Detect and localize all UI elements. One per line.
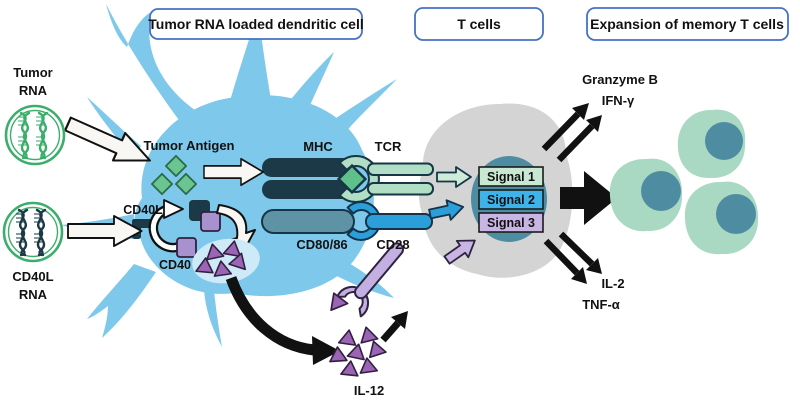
expansion-title-label: Expansion of memory T cells: [590, 16, 784, 32]
il2-tnf-arrows: [543, 231, 602, 284]
t-cells-title-box: T cells: [414, 7, 544, 41]
memory-cell-nucleus: [716, 194, 756, 234]
dendrite-bottom-left-fork: [87, 264, 156, 338]
dendrite-bottom: [204, 289, 222, 347]
tumor-rna-label-line2: RNA: [19, 83, 48, 98]
memory-cell-nucleus: [641, 171, 681, 211]
dendrite-right-down: [322, 252, 394, 298]
cd40l-label: CD40L: [123, 203, 163, 217]
tumor-antigen-label: Tumor Antigen: [144, 138, 235, 153]
mhc-label: MHC: [303, 139, 333, 154]
granzyme-ifn-arrows: [541, 103, 602, 163]
cd40l-rna-label-line2: RNA: [19, 287, 48, 302]
tnf-alpha-label: TNF-α: [582, 297, 620, 312]
cd40l-cd40-complex: [189, 200, 221, 232]
cd40-free-square: [176, 237, 197, 258]
il12-to-receptor-arrow: [380, 320, 401, 343]
dendritic-title-box: Tumor RNA loaded dendritic cell: [148, 8, 364, 40]
signal1-label: Signal 1: [487, 170, 535, 184]
memory-t-cells: [609, 109, 759, 255]
dendritic-title-label: Tumor RNA loaded dendritic cell: [148, 16, 363, 32]
il12-secretion-arrow: [225, 276, 315, 356]
mhc-bar-bottom: [262, 180, 352, 199]
tcr-label: TCR: [375, 139, 402, 154]
signal2-label: Signal 2: [487, 193, 535, 207]
dendrite-fork-top-left: [106, 4, 214, 132]
il12-to-receptor-arrowhead: [391, 311, 408, 329]
signal3-box: [478, 212, 544, 233]
cd28-receptor: [346, 201, 433, 241]
il12-secretion-arrowhead: [312, 336, 340, 365]
il12-receptor: [336, 242, 404, 318]
signal2-box: [478, 189, 544, 210]
il12-label: IL-12: [354, 383, 384, 398]
signal-boxes: Signal 1 Signal 2 Signal 3: [478, 166, 544, 233]
cd40-label: CD40: [159, 258, 191, 272]
signal1-box: [478, 166, 544, 187]
granzyme-b-label: Granzyme B: [582, 72, 658, 87]
cd40l-rna-label-line1: CD40L: [12, 269, 53, 284]
il2-label: IL-2: [601, 276, 624, 291]
cd28-label: CD28: [376, 237, 409, 252]
tumor-rna-circle: [4, 104, 66, 166]
signal3-label: Signal 3: [487, 216, 535, 230]
cd40l-rna-circle: [2, 201, 64, 263]
ifn-gamma-label: IFN-γ: [602, 93, 635, 108]
dendrite-right-up: [312, 79, 397, 149]
cd40-binding-cycle-arrow: [148, 199, 184, 253]
il12-secreted-cluster: [328, 324, 387, 377]
t-cells-title-label: T cells: [457, 16, 501, 32]
mhc-bar-top: [262, 158, 352, 177]
expansion-arrow: [560, 171, 617, 225]
cd80-86-label: CD80/86: [296, 237, 347, 252]
expansion-title-box: Expansion of memory T cells: [586, 7, 789, 41]
tumor-rna-label-line1: Tumor: [13, 65, 52, 80]
dendrite-top-right: [280, 52, 334, 124]
memory-cell-nucleus: [705, 122, 743, 160]
cd80-86-bar: [261, 209, 355, 234]
